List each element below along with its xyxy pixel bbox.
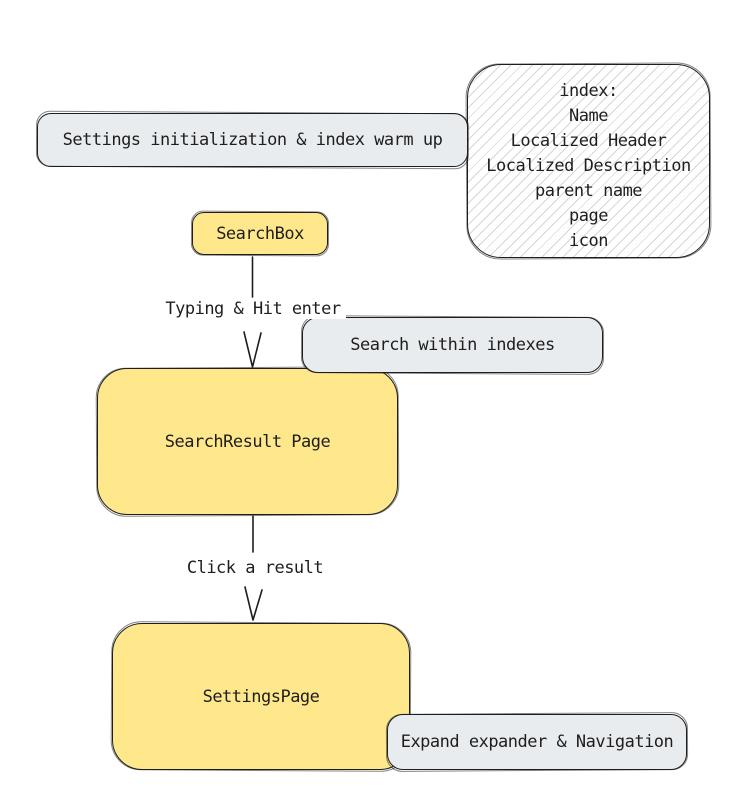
searchbox-node: SearchBox (192, 212, 328, 255)
searchresult-page-label: SearchResult Page (164, 431, 331, 452)
index-note-line: parent name (534, 180, 643, 201)
searchbox-label: SearchBox (216, 223, 304, 244)
searchresult-page-node: SearchResult Page (97, 368, 398, 515)
click-edge-label: Click a result (181, 558, 329, 578)
search-within-indexes-label: Search within indexes (350, 335, 555, 355)
typing-edge-label: Typing & Hit enter (160, 299, 346, 319)
settings-initialization-node: Settings initialization & index warm up (37, 113, 468, 167)
expand-expander-navigation-note: Expand expander & Navigation (387, 714, 687, 770)
settingspage-node: SettingsPage (112, 623, 410, 770)
index-note-line: Name (569, 105, 608, 126)
index-note-line: page (569, 205, 608, 226)
settings-initialization-label: Settings initialization & index warm up (62, 130, 443, 150)
search-within-indexes-note: Search within indexes (302, 317, 603, 373)
index-note-line: icon (569, 230, 608, 251)
index-note-line: index: (559, 80, 618, 101)
expand-expander-navigation-label: Expand expander & Navigation (400, 732, 674, 752)
settingspage-label: SettingsPage (202, 686, 320, 707)
index-fields-note: index: Name Localized Header Localized D… (467, 64, 710, 258)
index-note-line: Localized Description (486, 155, 691, 176)
index-note-line: Localized Header (510, 130, 667, 151)
